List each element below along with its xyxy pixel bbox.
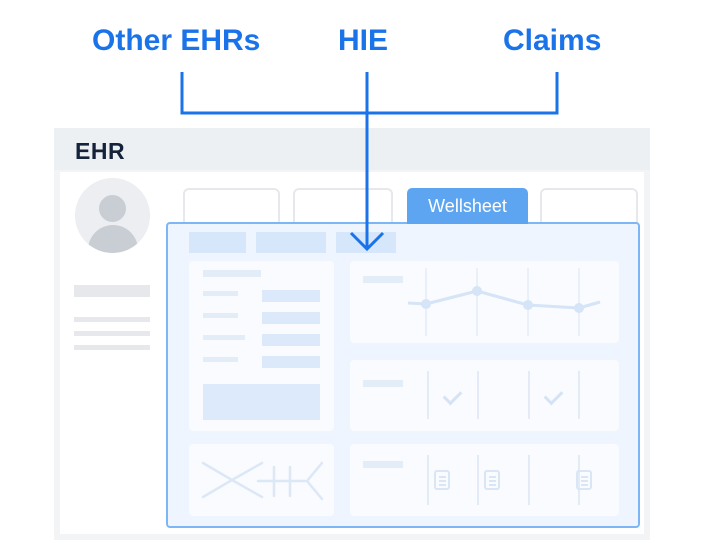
checklist-divider: [477, 371, 479, 419]
form-label-placeholder: [203, 291, 238, 296]
wellsheet-trend-card: [350, 261, 619, 343]
form-value-placeholder: [262, 334, 320, 346]
wellsheet-pedigree-card: [189, 444, 334, 516]
wellsheet-toolbar-chip[interactable]: [336, 232, 396, 253]
form-value-placeholder: [262, 312, 320, 324]
wellsheet-tab[interactable]: Wellsheet: [407, 188, 528, 224]
wellsheet-toolbar-chip[interactable]: [256, 232, 326, 253]
wellsheet-toolbar-chip[interactable]: [189, 232, 246, 253]
form-label-placeholder: [203, 357, 238, 362]
checklist-divider: [528, 371, 530, 419]
documents-divider: [427, 455, 429, 505]
ehr-tab[interactable]: [183, 188, 280, 228]
source-label-other-ehrs: Other EHRs: [92, 24, 261, 57]
documents-divider: [477, 455, 479, 505]
sidebar-placeholder-line: [74, 317, 150, 322]
document-icon: [576, 470, 592, 490]
checklist-divider: [578, 371, 580, 419]
checklist-divider: [427, 371, 429, 419]
document-icon: [434, 470, 450, 490]
avatar-body: [88, 225, 138, 253]
form-label-placeholder: [203, 313, 238, 318]
source-label-hie: HIE: [338, 24, 389, 57]
documents-title-placeholder: [363, 461, 403, 468]
person-icon: [75, 178, 150, 253]
sidebar-placeholder-heading: [74, 285, 150, 297]
documents-divider: [528, 455, 530, 505]
form-value-placeholder: [262, 356, 320, 368]
checklist-title-placeholder: [363, 380, 403, 387]
source-label-claims: Claims: [503, 24, 602, 57]
form-label-placeholder: [203, 335, 245, 340]
trend-title-placeholder: [363, 276, 403, 283]
connector-other-ehrs: [180, 72, 367, 115]
sidebar-placeholder-line: [74, 331, 150, 336]
form-button-placeholder[interactable]: [203, 384, 320, 420]
avatar-head: [99, 195, 126, 222]
documents-divider: [578, 455, 580, 505]
ehr-title: EHR: [75, 138, 126, 164]
sidebar-placeholder-line: [74, 345, 150, 350]
connector-claims: [367, 72, 559, 115]
ehr-header: EHR: [54, 128, 650, 170]
form-heading-placeholder: [203, 270, 261, 277]
wellsheet-checklist-card: [350, 360, 619, 431]
form-value-placeholder: [262, 290, 320, 302]
document-icon: [484, 470, 500, 490]
